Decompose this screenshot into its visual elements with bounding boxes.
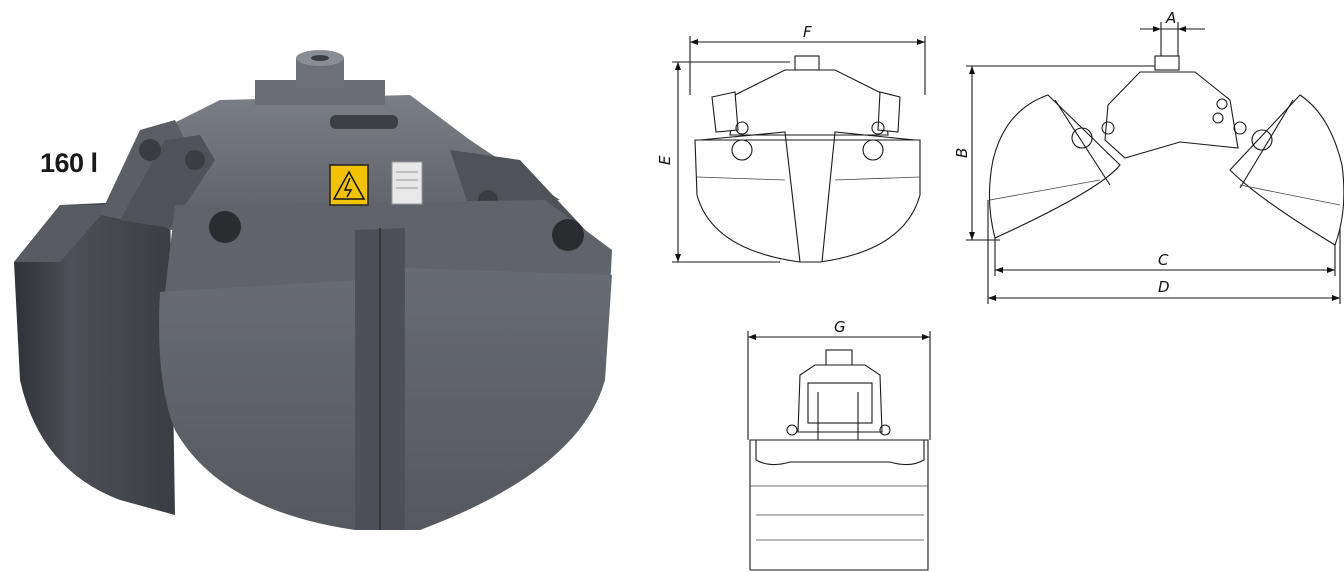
open-side-view-drawing <box>966 22 1344 304</box>
dimension-label-f: F <box>803 23 812 41</box>
top-view-drawing <box>747 331 931 571</box>
front-view-drawing <box>672 36 926 263</box>
dimension-label-g: G <box>834 318 846 336</box>
capacity-label: 160 l <box>40 148 98 178</box>
dimension-label-d: D <box>1158 278 1170 296</box>
dimension-label-a: A <box>1165 9 1176 27</box>
dimension-label-c: C <box>1158 251 1169 269</box>
dimension-label-b: B <box>953 148 971 158</box>
dimension-label-e: E <box>656 155 674 165</box>
grab-bucket-photo <box>14 50 612 530</box>
